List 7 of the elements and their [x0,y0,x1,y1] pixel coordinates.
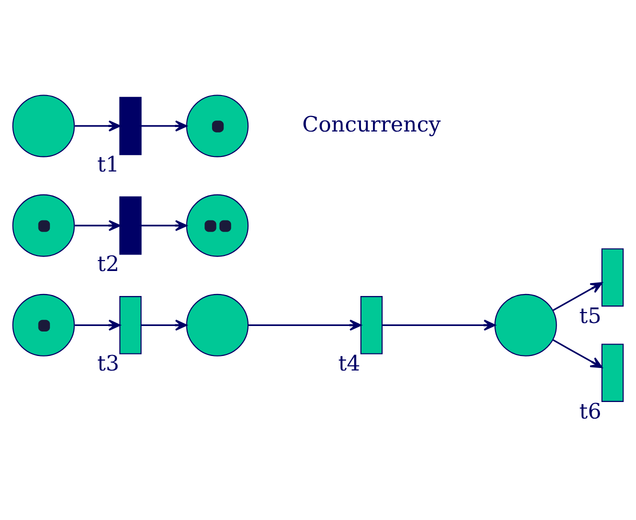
node-label: t2 [97,251,120,276]
node-label: t5 [579,303,602,328]
label: Concurrency [302,111,441,136]
node-label: t3 [97,350,120,376]
node-label: t4 [338,350,360,376]
node-label: t1 [97,152,120,177]
node-label: t6 [579,398,602,424]
